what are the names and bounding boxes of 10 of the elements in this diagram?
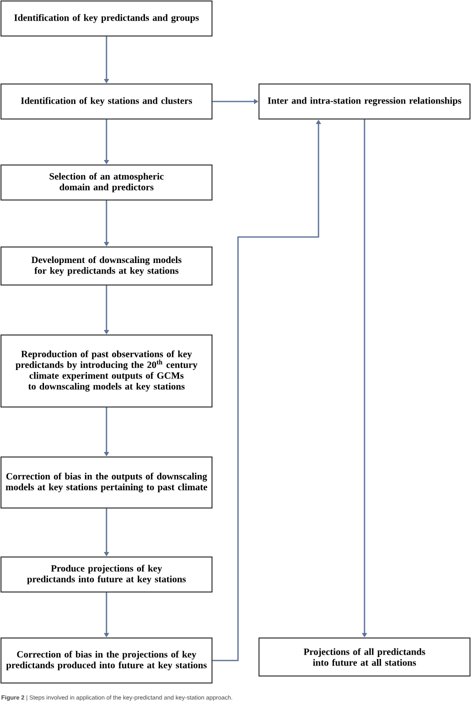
process-box: Correction of bias in the outputs of downscaling models at key stations pertaining to past climate [0, 456, 212, 508]
process-box: Inter and intra-station regression relationships [258, 84, 470, 120]
process-box: Development of downscaling models for key predictands at key stations [0, 246, 212, 286]
process-box: Selection of an atmospheric domain and predictors [0, 164, 212, 200]
process-box: Projections of all predictands into future at all stations [258, 638, 470, 676]
process-box: Produce projections of key predictands into future at key stations [0, 556, 212, 592]
process-box: Identification of key stations and clusters [0, 84, 212, 120]
process-box: Reproduction of past observations of key predictands by introducing the 20$^{th}$ century climate experiment outputs of GCMs to downscaling models at key stations [0, 334, 212, 408]
process-box: Correction of bias in the projections of key predictands produced into future at key stations [0, 638, 212, 684]
process-box: Identification of key predictands and groups [0, 0, 212, 36]
